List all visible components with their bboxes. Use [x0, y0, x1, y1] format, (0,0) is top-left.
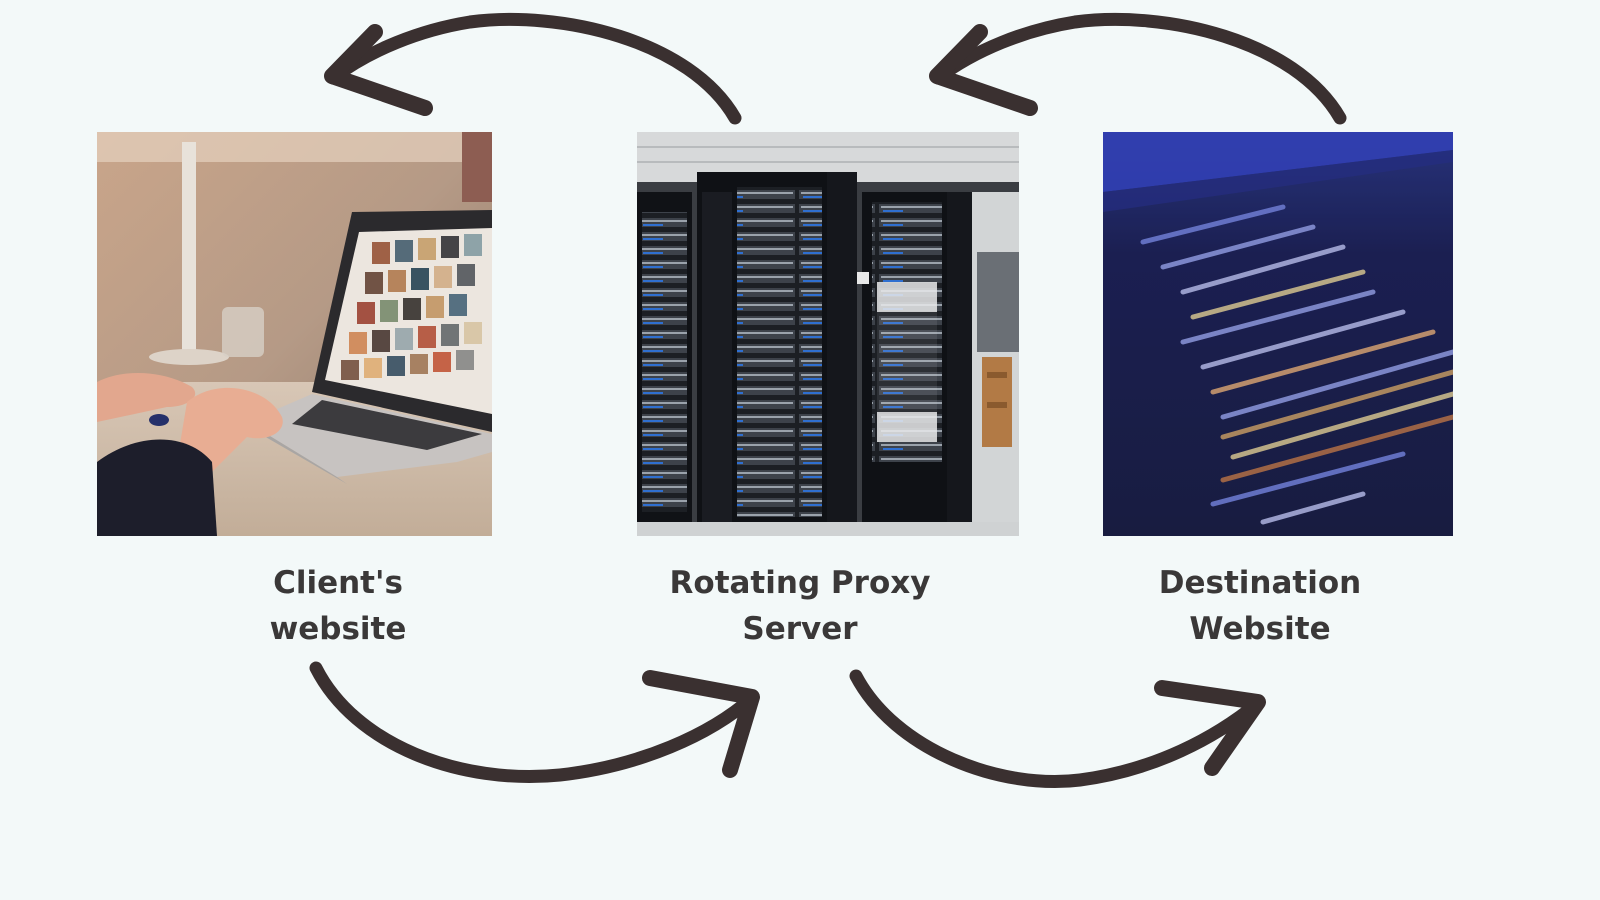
client-label-line1: Client's: [273, 565, 403, 601]
arrow-destination-to-proxy: [929, 13, 1347, 125]
proxy-label-line2: Server: [742, 611, 858, 647]
proxy-label-line1: Rotating Proxy: [669, 565, 931, 601]
dest-label-line2: Website: [1189, 611, 1331, 647]
rotating-proxy-server-label: Rotating Proxy Server: [620, 560, 980, 652]
dest-label-line1: Destination: [1158, 565, 1362, 601]
arrow-proxy-to-destination: [849, 669, 1266, 788]
client-label-line2: website: [269, 611, 407, 647]
destination-website-label: Destination Website: [1080, 560, 1440, 652]
code-screen-photo: [1103, 132, 1453, 536]
client-website-label: Client's website: [158, 560, 518, 652]
laptop-photo: [97, 132, 492, 536]
arrow-client-to-proxy: [309, 661, 760, 783]
server-racks-photo: [637, 132, 1019, 536]
arrow-proxy-to-client: [324, 13, 742, 125]
